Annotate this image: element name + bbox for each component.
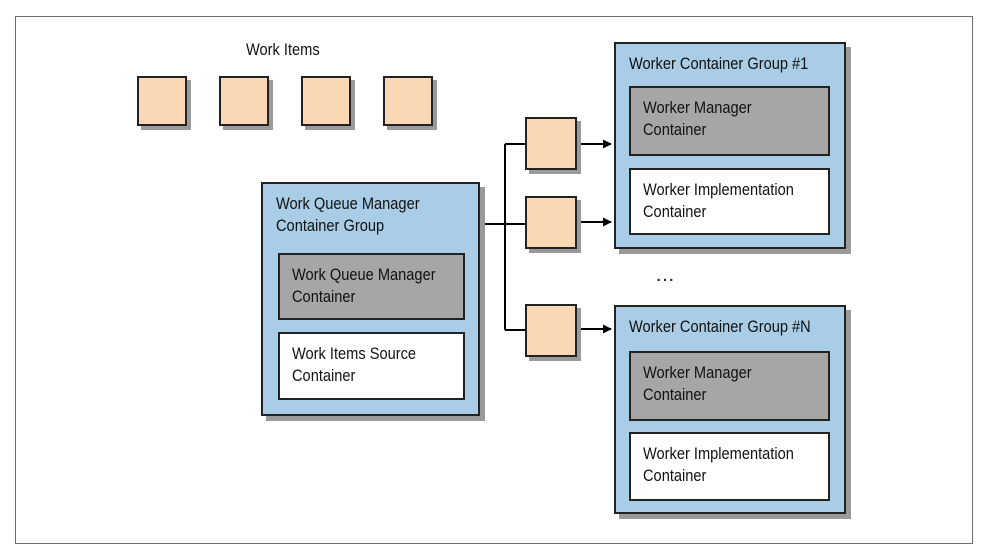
worker-implementation-container-n-label: Worker Implementation Container	[643, 444, 794, 485]
work-item	[219, 76, 269, 126]
more-groups-ellipsis: …	[655, 264, 676, 286]
work-item	[301, 76, 351, 126]
worker-manager-container-n-label: Worker Manager Container	[643, 363, 752, 404]
work-items-source-container-label: Work Items Source Container	[292, 344, 417, 385]
worker-manager-container-1: Worker Manager Container	[629, 86, 830, 156]
worker-container-group-1: Worker Container Group #1 Worker Manager…	[614, 42, 846, 249]
worker-implementation-container-1: Worker Implementation Container	[629, 168, 830, 235]
work-queue-manager-group-title: Work Queue Manager Container Group	[276, 194, 420, 235]
worker-implementation-container-n: Worker Implementation Container	[629, 432, 830, 501]
diagram-frame	[15, 16, 973, 544]
dispatched-work-item	[525, 196, 577, 249]
dispatched-work-item	[525, 304, 577, 357]
worker-container-group-n-title: Worker Container Group #N	[629, 317, 811, 336]
work-item	[383, 76, 433, 126]
worker-container-group-n: Worker Container Group #N Worker Manager…	[614, 305, 846, 514]
worker-manager-container-n: Worker Manager Container	[629, 351, 830, 421]
worker-container-group-1-title: Worker Container Group #1	[629, 54, 809, 73]
worker-implementation-container-1-label: Worker Implementation Container	[643, 180, 794, 221]
dispatched-work-item	[525, 117, 577, 170]
work-items-source-container: Work Items Source Container	[278, 332, 465, 400]
work-queue-manager-container: Work Queue Manager Container	[278, 253, 465, 320]
work-queue-manager-container-label: Work Queue Manager Container	[292, 265, 436, 306]
work-items-label: Work Items	[246, 40, 320, 59]
work-item	[137, 76, 187, 126]
worker-manager-container-1-label: Worker Manager Container	[643, 98, 752, 139]
work-queue-manager-group: Work Queue Manager Container Group Work …	[261, 182, 480, 416]
